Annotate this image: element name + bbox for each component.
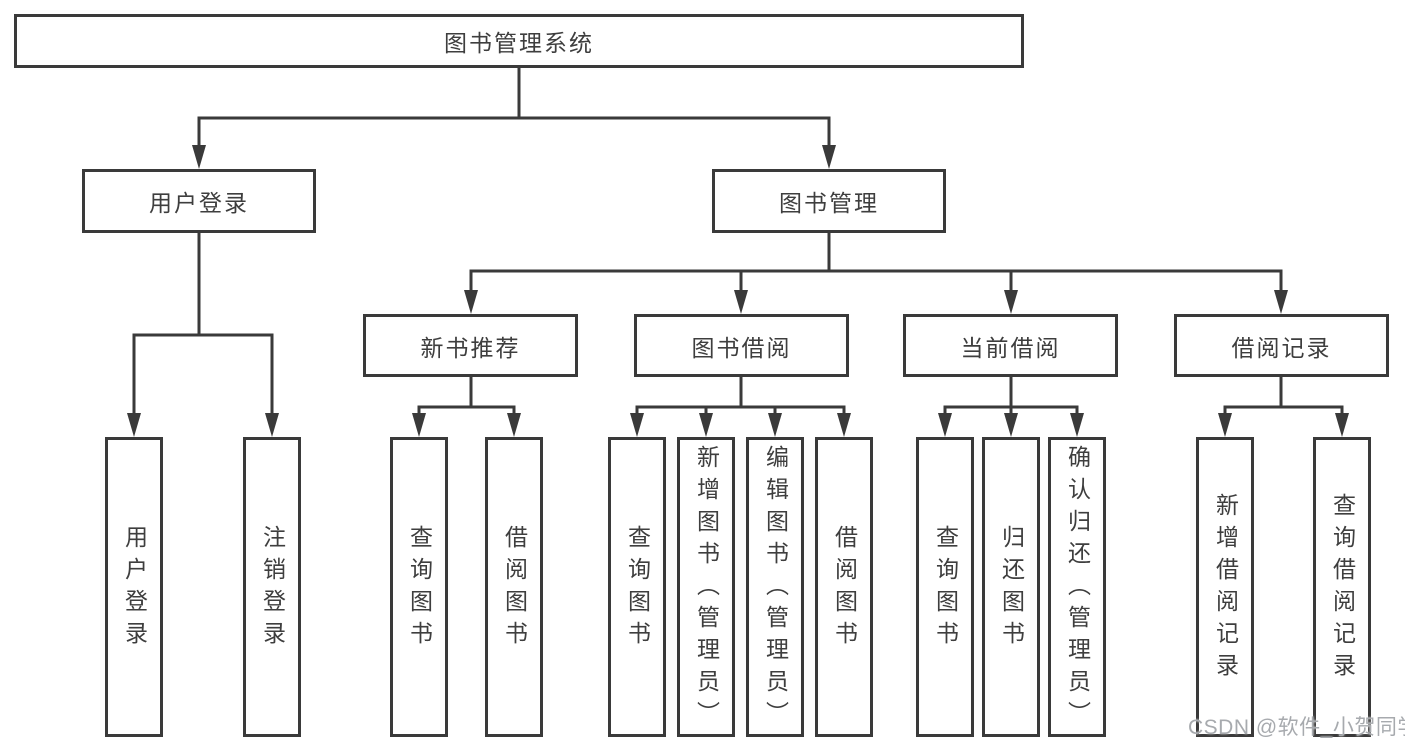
node-leaf-borrow-books-borrowing: 借阅图书 [815,437,873,737]
node-borrowing-records: 借阅记录 [1174,314,1389,377]
node-label-library-management-system: 图书管理系统 [444,30,594,56]
node-current-borrowing: 当前借阅 [903,314,1118,377]
node-new-book-recommendation: 新书推荐 [363,314,578,377]
arrowhead [192,145,206,169]
connector-book-management [464,233,1288,314]
connector-current-borrowing [938,377,1084,437]
arrowhead [822,145,836,169]
arrowhead [630,413,644,437]
arrowhead [837,413,851,437]
node-leaf-user-login: 用户登录 [105,437,163,737]
node-user-login: 用户登录 [82,169,316,233]
node-label-leaf-user-login: 用户登录 [121,525,148,653]
arrowhead [734,290,748,314]
arrowhead [1335,413,1349,437]
node-label-current-borrowing: 当前借阅 [960,334,1061,361]
arrowhead [1274,290,1288,314]
node-leaf-search-borrow-record: 查询借阅记录 [1313,437,1371,737]
arrowhead [938,413,952,437]
connector-new-book-recommendation [412,377,521,437]
node-leaf-search-books-borrowing: 查询图书 [608,437,666,737]
arrowhead [127,413,141,437]
node-label-book-borrowing: 图书借阅 [691,334,792,361]
node-label-leaf-confirm-return-admin: 确认归还（管理员） [1064,445,1091,733]
arrowhead [699,413,713,437]
node-label-leaf-search-books-borrowing: 查询图书 [624,525,651,653]
node-label-book-management: 图书管理 [779,190,879,216]
node-label-leaf-search-books-recommend: 查询图书 [406,525,433,653]
connector-book-borrowing [630,377,851,437]
node-leaf-edit-books-admin: 编辑图书（管理员） [746,437,804,737]
node-label-leaf-add-books-admin: 新增图书（管理员） [693,445,720,733]
node-label-leaf-search-books-current: 查询图书 [932,525,959,653]
node-label-leaf-add-borrow-record: 新增借阅记录 [1212,493,1239,685]
node-label-leaf-edit-books-admin: 编辑图书（管理员） [762,445,789,733]
node-label-leaf-return-books: 归还图书 [998,525,1025,653]
arrowhead [507,413,521,437]
node-leaf-logout: 注销登录 [243,437,301,737]
node-label-borrowing-records: 借阅记录 [1231,334,1332,361]
arrowhead [1004,290,1018,314]
arrowhead [464,290,478,314]
arrowhead [1218,413,1232,437]
node-leaf-search-books-current: 查询图书 [916,437,974,737]
arrowhead [1070,413,1084,437]
csdn-watermark: CSDN @软件_小贺同学 [1188,716,1405,739]
connector-borrowing-records [1218,377,1349,437]
node-label-new-book-recommendation: 新书推荐 [420,334,521,361]
arrowhead [265,413,279,437]
node-label-leaf-borrow-books-recommend: 借阅图书 [501,525,528,653]
node-leaf-return-books: 归还图书 [982,437,1040,737]
node-leaf-add-borrow-record: 新增借阅记录 [1196,437,1254,737]
connector-user-login [127,233,279,437]
node-label-leaf-search-borrow-record: 查询借阅记录 [1329,493,1356,685]
arrowhead [768,413,782,437]
node-leaf-search-books-recommend: 查询图书 [390,437,448,737]
connector-library-management-system [192,68,836,169]
node-label-leaf-borrow-books-borrowing: 借阅图书 [831,525,858,653]
arrowhead [1004,413,1018,437]
node-label-leaf-logout: 注销登录 [259,525,286,653]
node-leaf-add-books-admin: 新增图书（管理员） [677,437,735,737]
node-leaf-confirm-return-admin: 确认归还（管理员） [1048,437,1106,737]
arrowhead [412,413,426,437]
node-book-borrowing: 图书借阅 [634,314,849,377]
node-book-management: 图书管理 [712,169,946,233]
node-label-user-login: 用户登录 [149,190,249,216]
node-library-management-system: 图书管理系统 [14,14,1024,68]
node-leaf-borrow-books-recommend: 借阅图书 [485,437,543,737]
